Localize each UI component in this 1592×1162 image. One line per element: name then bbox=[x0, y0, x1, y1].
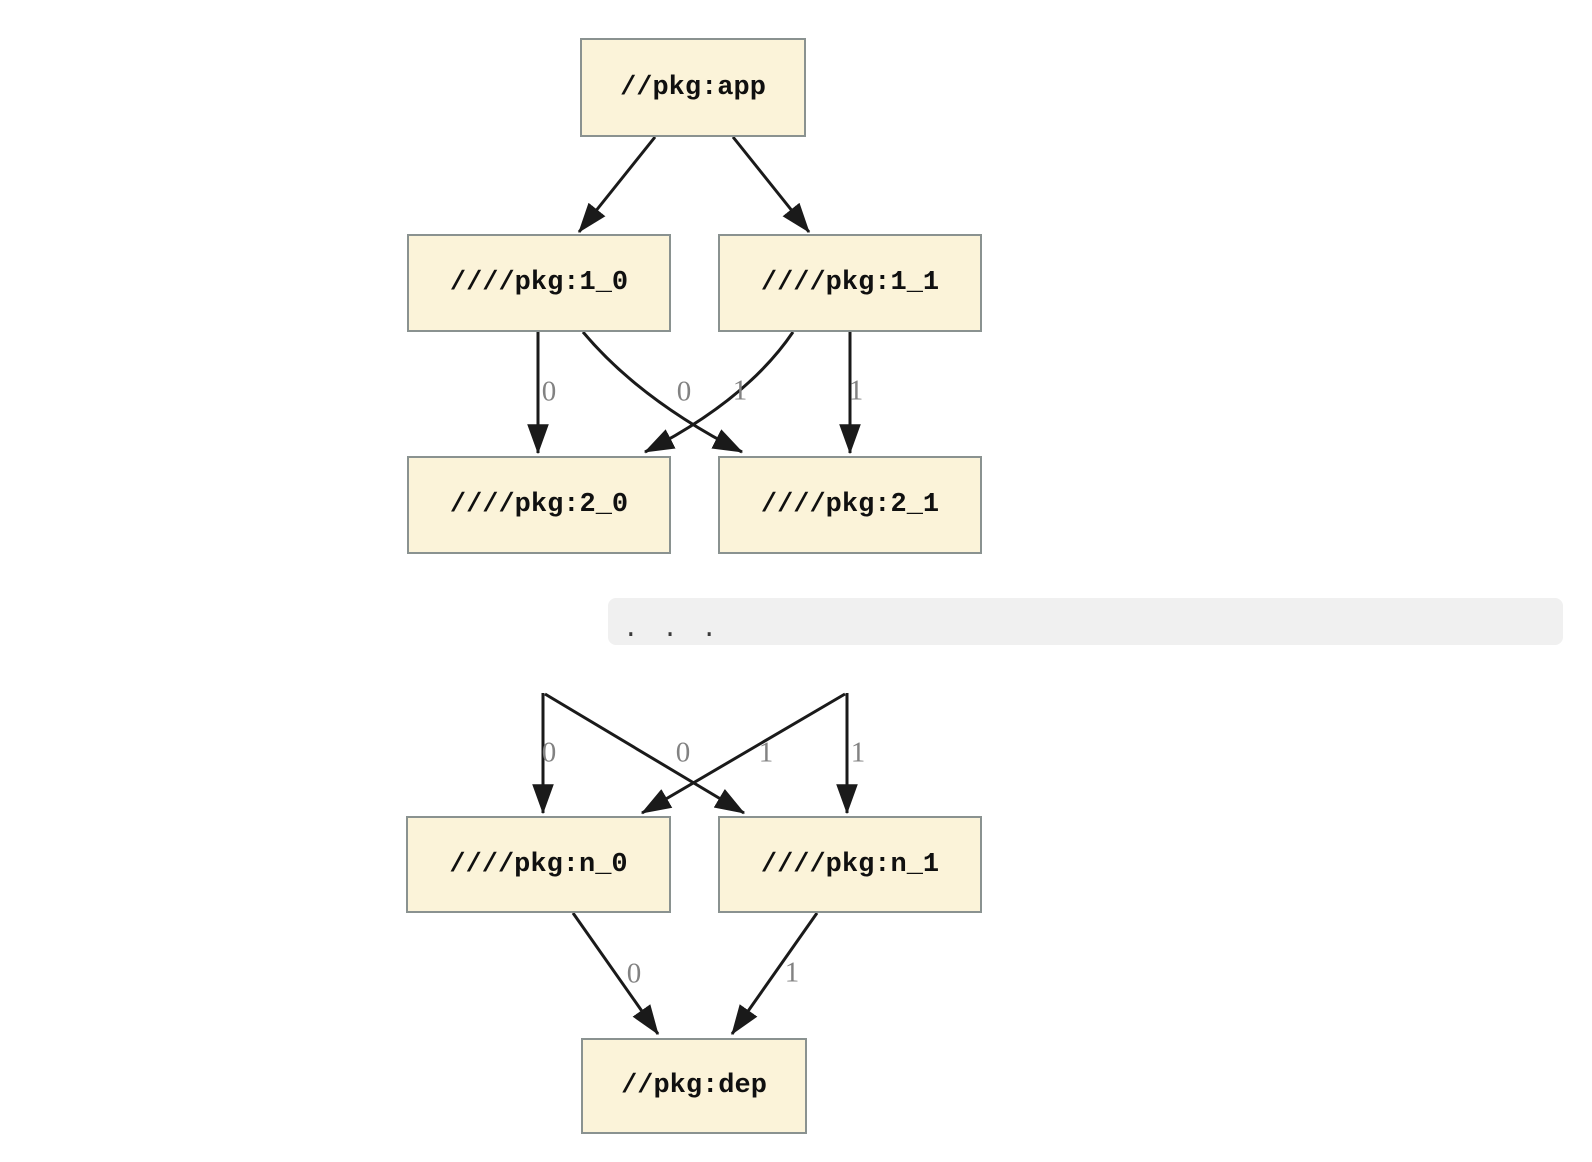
edge-app-to-1-1 bbox=[731, 136, 811, 233]
edge-n-0-to-dep bbox=[571, 912, 660, 1035]
edge-label-lower-mid-left: 0 bbox=[675, 736, 691, 769]
edge-label-lower-right: 1 bbox=[850, 736, 866, 769]
edge-1-0-to-2-1 bbox=[581, 331, 744, 454]
edge-n-1-to-dep bbox=[730, 912, 819, 1035]
node-pkg-2-1-label: ////pkg:2_1 bbox=[760, 490, 940, 520]
node-pkg-1-0: ////pkg:1_0 bbox=[407, 234, 671, 332]
node-pkg-2-0: ////pkg:2_0 bbox=[407, 456, 671, 554]
edge-label-lower-mid-right: 1 bbox=[758, 736, 774, 769]
node-pkg-2-0-label: ////pkg:2_0 bbox=[449, 490, 629, 520]
node-pkg-1-0-label: ////pkg:1_0 bbox=[449, 268, 629, 298]
ellipsis-band: . . . bbox=[608, 598, 1563, 645]
node-pkg-dep-label: //pkg:dep bbox=[621, 1071, 767, 1101]
node-pkg-1-1-label: ////pkg:1_1 bbox=[760, 268, 940, 298]
edge-label-bottom-right: 1 bbox=[784, 956, 800, 989]
edge-label-upper-mid-left: 0 bbox=[676, 375, 692, 408]
edge-label-bottom-left: 0 bbox=[626, 957, 642, 990]
node-pkg-1-1: ////pkg:1_1 bbox=[718, 234, 982, 332]
edge-prev-0-to-n-1 bbox=[544, 692, 746, 815]
edge-label-upper-left: 0 bbox=[541, 375, 557, 408]
edge-1-1-to-2-0 bbox=[643, 331, 795, 454]
node-pkg-n-1-label: ////pkg:n_1 bbox=[760, 849, 940, 880]
node-pkg-n-0: ////pkg:n_0 bbox=[406, 816, 671, 913]
node-pkg-app-label: //pkg:app bbox=[620, 72, 766, 103]
edge-label-upper-right: 1 bbox=[848, 374, 864, 407]
node-pkg-app: //pkg:app bbox=[580, 38, 806, 137]
edge-label-upper-mid-right: 1 bbox=[732, 374, 748, 407]
edge-prev-1-to-n-0 bbox=[640, 692, 846, 815]
node-pkg-n-0-label: ////pkg:n_0 bbox=[449, 849, 628, 880]
edge-app-to-1-0 bbox=[577, 136, 657, 233]
node-pkg-dep: //pkg:dep bbox=[581, 1038, 807, 1134]
edge-label-lower-left: 0 bbox=[541, 736, 557, 769]
node-pkg-2-1: ////pkg:2_1 bbox=[718, 456, 982, 554]
node-pkg-n-1: ////pkg:n_1 bbox=[718, 816, 982, 913]
ellipsis-text: . . . bbox=[623, 613, 722, 644]
